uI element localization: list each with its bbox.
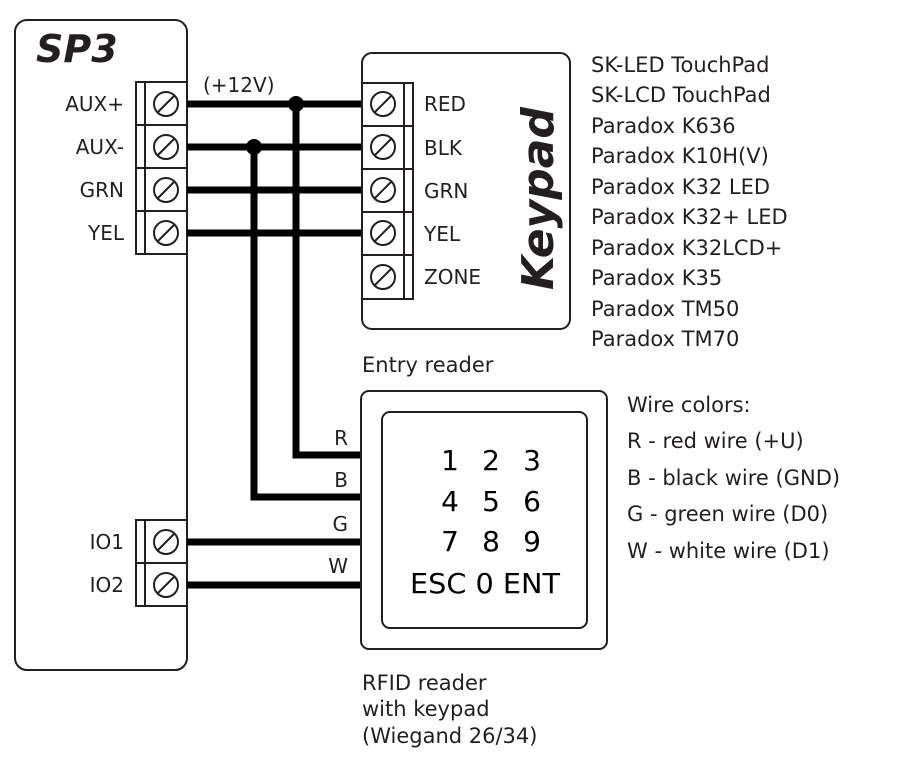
wire-label-b: B (334, 468, 348, 492)
sp3-title: SP3 (36, 27, 118, 71)
list-item: Paradox K636 (591, 114, 736, 138)
list-item: Paradox TM70 (591, 327, 739, 351)
key-bottom-row: ESC 0 ENT (410, 567, 561, 600)
sp3-pin-grn: GRN (80, 178, 124, 202)
sp3-pin-io1: IO1 (90, 530, 124, 554)
screw-icon (370, 91, 396, 117)
screw-icon (153, 91, 179, 117)
keypad-terminal-block (361, 82, 414, 300)
sp3-terminal-block-bottom (135, 519, 188, 607)
screw-icon (153, 220, 179, 246)
key-1: 1 (441, 444, 459, 477)
wire-label-g: G (333, 512, 349, 536)
legend-item: R - red wire (+U) (627, 429, 804, 453)
wire-label-w: W (328, 554, 348, 578)
screw-icon (153, 529, 179, 555)
reader-keys: 1 2 3 4 5 6 7 8 9 ESC 0 ENT (410, 444, 561, 600)
reader-caption-bottom: RFID reader with keypad (Wiegand 26/34) (362, 671, 537, 748)
key-9: 9 (523, 525, 541, 558)
key-6: 6 (523, 485, 541, 518)
keypad-pin-zone: ZONE (424, 265, 481, 289)
legend-item: W - white wire (D1) (627, 539, 830, 563)
reader-caption-line: with keypad (362, 697, 490, 721)
list-item: SK-LED TouchPad (591, 53, 769, 77)
list-item: Paradox K32LCD+ (591, 236, 782, 260)
list-item: Paradox K32 LED (591, 175, 770, 199)
reader-keypad-panel (381, 411, 588, 629)
reader-caption-line: (Wiegand 26/34) (362, 724, 537, 748)
wire-reader-r (292, 104, 362, 459)
sp3-controller-box (14, 19, 188, 671)
reader-outer-box (360, 390, 608, 650)
list-item: Paradox K35 (591, 266, 722, 290)
screw-icon (370, 264, 396, 290)
wire-label-r: R (334, 426, 348, 450)
screw-icon (153, 134, 179, 160)
compatible-keypad-list: SK-LED TouchPad SK-LCD TouchPad Paradox … (591, 53, 788, 351)
sp3-terminal-block-top (135, 81, 188, 255)
reader-caption-top: Entry reader (362, 353, 494, 377)
wire-reader-b (250, 147, 362, 501)
screw-icon (370, 134, 396, 160)
sp3-pin-aux-plus: AUX+ (65, 92, 124, 116)
keypad-pin-blk: BLK (424, 136, 463, 160)
key-3: 3 (523, 444, 541, 477)
reader-caption-line: RFID reader (362, 671, 487, 695)
sp3-pin-aux-minus: AUX- (76, 135, 124, 159)
key-7: 7 (441, 525, 459, 558)
key-2: 2 (482, 444, 500, 477)
sp3-pin-io2: IO2 (90, 573, 124, 597)
list-item: Paradox TM50 (591, 297, 739, 321)
sp3-pin-yel: YEL (87, 221, 125, 245)
list-item: Paradox K10H(V) (591, 144, 769, 168)
key-8: 8 (482, 525, 500, 558)
screw-icon (370, 177, 396, 203)
screw-icon (153, 572, 179, 598)
keypad-pin-red: RED (424, 92, 466, 116)
list-item: SK-LCD TouchPad (591, 83, 771, 107)
legend-item: G - green wire (D0) (627, 502, 828, 526)
wire-color-legend: Wire colors: R - red wire (+U) B - black… (627, 393, 840, 563)
key-5: 5 (482, 485, 500, 518)
keypad-title: Keypad (513, 107, 564, 290)
legend-title: Wire colors: (627, 393, 751, 417)
key-4: 4 (441, 485, 459, 518)
keypad-pin-yel: YEL (423, 222, 461, 246)
list-item: Paradox K32+ LED (591, 205, 788, 229)
screw-icon (370, 220, 396, 246)
voltage-note: (+12V) (203, 73, 275, 97)
screw-icon (153, 177, 179, 203)
keypad-pin-grn: GRN (424, 179, 468, 203)
legend-item: B - black wire (GND) (627, 466, 840, 490)
